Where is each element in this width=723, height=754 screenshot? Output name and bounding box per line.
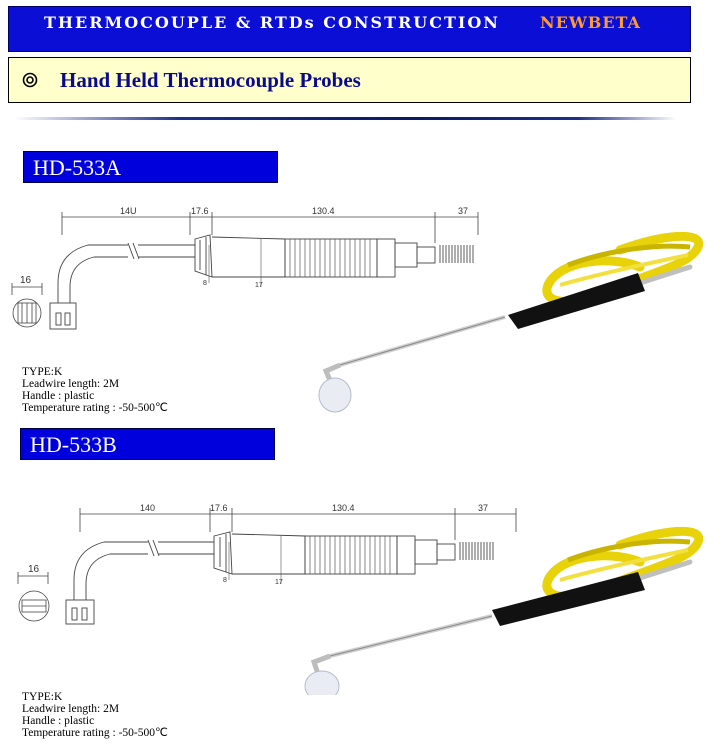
model-label-box-a [23,151,278,183]
spec-handle: Handle : plastic [22,390,95,402]
section-title: Hand Held Thermocouple Probes [60,68,361,92]
header-title: THERMOCOUPLE & RTDs CONSTRUCTION [44,13,500,32]
model-label-a: HD-533A [33,155,121,180]
brand-logo-text: NEWBETA [540,13,641,32]
dim-length-4: 37 [478,503,488,513]
dim-length-2: 17.6 [210,503,228,513]
dim-length-1: 14U [120,206,137,216]
spec-temperature: Temperature rating : -50-500℃ [22,727,168,739]
dim-length-2: 17.6 [191,206,209,216]
spec-leadwire: Leadwire length: 2M [22,378,120,390]
probe-photo-b [304,526,704,695]
dim-d2: 17 [275,579,283,586]
spec-handle: Handle : plastic [22,715,95,727]
dim-d1: 8 [223,577,227,584]
specs-block-a: TYPE:K Leadwire length: 2M Handle : plas… [22,366,168,414]
dim-d2: 17 [255,282,263,289]
dim-length-3: 130.4 [332,503,355,513]
model-label-box-b [20,428,275,460]
probe-photo-a [318,231,704,413]
divider [14,117,677,120]
dim-d1: 8 [203,280,207,287]
spec-leadwire: Leadwire length: 2M [22,703,120,715]
probe-drawing-a: 14U 17.6 130.4 37 [11,206,704,413]
spec-type: TYPE:K [22,366,63,378]
dim-length-1: 140 [140,503,155,513]
specs-block-b: TYPE:K Leadwire length: 2M Handle : plas… [22,691,168,739]
dim-head: 16 [20,275,32,286]
spec-type: TYPE:K [22,691,63,703]
dim-head: 16 [28,564,40,575]
model-label-b: HD-533B [30,432,117,457]
header-banner [8,6,691,52]
spec-temperature: Temperature rating : -50-500℃ [22,402,168,414]
probe-drawing-b: 140 17.6 130.4 37 [17,503,704,695]
bullet-circle-icon [22,72,38,88]
dim-length-4: 37 [458,206,468,216]
subheader-box [8,57,691,103]
dim-length-3: 130.4 [312,206,335,216]
